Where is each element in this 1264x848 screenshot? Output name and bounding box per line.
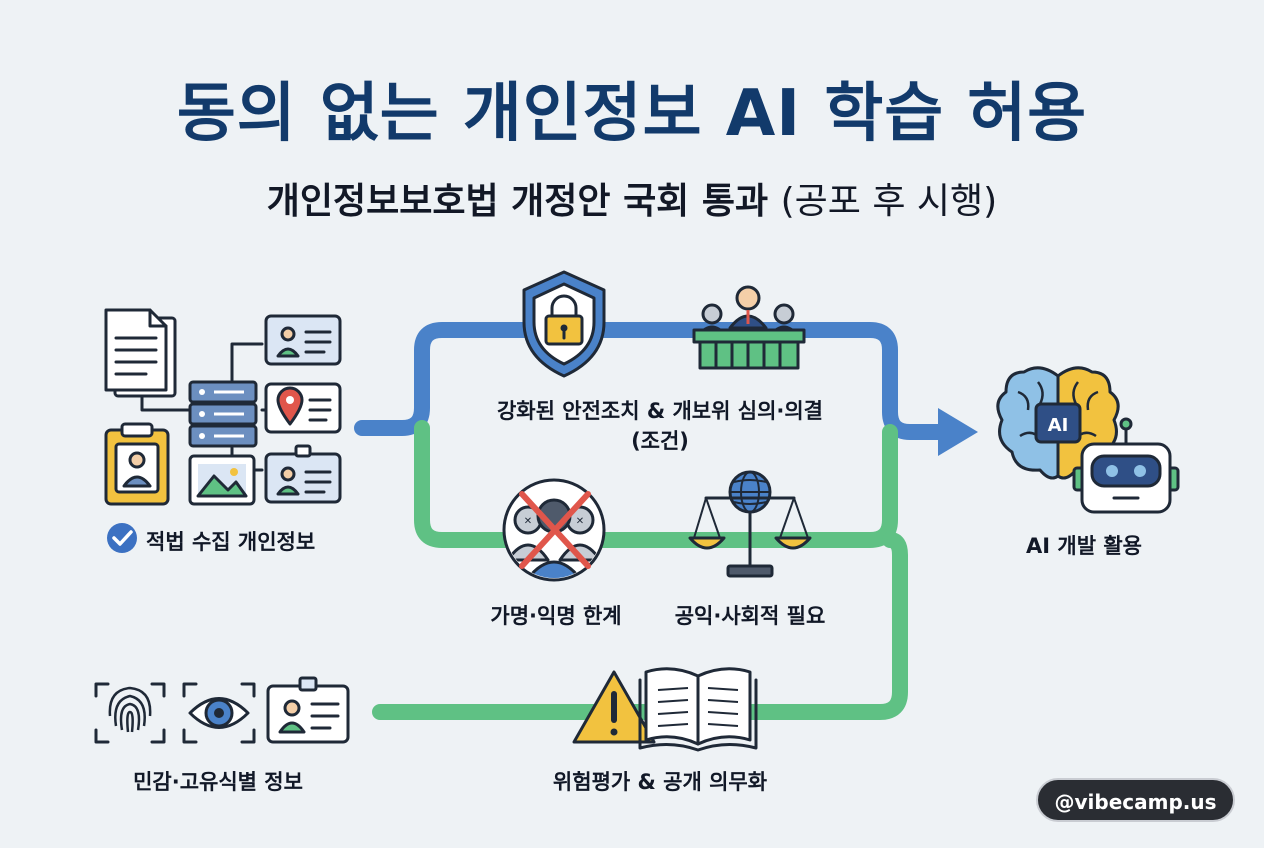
location-card-icon [264,382,342,434]
server-icon [188,380,258,448]
crossed-people-icon: ✕ ✕ [502,478,606,582]
clipboard-icon [104,422,170,506]
subtitle-paren: (공포 후 시행) [780,181,998,222]
committee-icon [692,285,806,370]
conditions-label: 강화된 안전조치 & 개보위 심의·의결 (조건) [497,396,823,456]
green-path [372,420,908,720]
conditions-line1: 강화된 안전조치 & 개보위 심의·의결 [496,399,824,423]
shield-lock-icon [522,270,606,378]
page-subtitle: 개인정보보호법 개정안 국회 통과 (공포 후 시행) [0,172,1264,224]
document-icon [104,308,177,398]
warning-icon [572,670,656,744]
blue-path [354,322,978,456]
robot-icon [1072,417,1180,514]
watermark-badge: @vibecamp.us [1036,778,1235,822]
svg-text:✕: ✕ [524,516,532,527]
ai-dev-label: AI 개발 활용 [1026,534,1142,558]
id-card-icon [266,676,350,744]
id-card-icon [264,314,342,366]
lawful-data-cluster [104,308,342,553]
fingerprint-icon [94,682,166,744]
subtitle-main: 개인정보보호법 개정안 국회 통과 [266,181,769,222]
sensitive-data-label: 민감·고유식별 정보 [133,770,303,794]
open-book-icon [638,667,758,752]
ai-chip-label: AI [1048,415,1069,436]
conditions-line2: (조건) [631,429,689,453]
check-circle-icon [107,523,137,553]
id-card-icon [264,444,342,504]
scale-globe-icon [688,470,812,578]
lawful-data-label: 적법 수집 개인정보 [146,530,316,554]
risk-assessment-label: 위험평가 & 공개 의무화 [552,770,768,794]
svg-text:✕: ✕ [576,516,584,527]
page-title: 동의 없는 개인정보 AI 학습 허용 [176,77,1088,151]
arrow-right-icon [938,408,978,456]
pseudonym-limit-label: 가명·익명 한계 [490,604,622,628]
eye-icon [182,682,256,744]
photo-icon [188,454,256,506]
public-interest-label: 공익·사회적 필요 [674,604,826,628]
